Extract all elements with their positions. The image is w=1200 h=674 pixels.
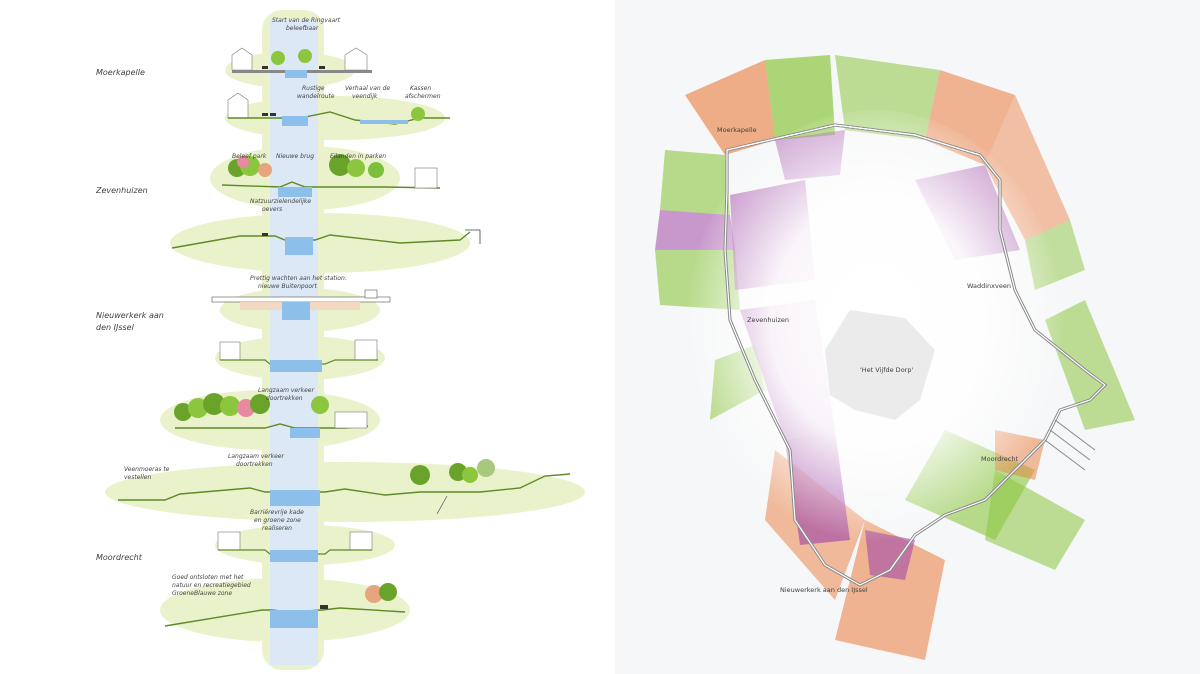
svg-text:Prettig wachten aan het statio: Prettig wachten aan het station: bbox=[250, 275, 347, 282]
map-label-zevenhuizen: Zevenhuizen bbox=[747, 316, 789, 324]
svg-text:Beleef park: Beleef park bbox=[232, 153, 267, 160]
section-8 bbox=[118, 459, 571, 515]
map-label-moerkapelle: Moerkapelle bbox=[717, 126, 757, 134]
svg-text:Veenmoeras te: Veenmoeras te bbox=[124, 466, 170, 473]
map-label-nieuwerkerk: Nieuwerkerk aan den IJssel bbox=[780, 586, 868, 594]
svg-text:natuur en recreatiegebied: natuur en recreatiegebied bbox=[172, 582, 251, 589]
section-10 bbox=[164, 583, 406, 628]
ring-map: Moerkapelle Waddinxveen Zevenhuizen 'Het… bbox=[655, 55, 1135, 660]
svg-text:Verhaal van de: Verhaal van de bbox=[345, 85, 390, 92]
svg-text:Rustige: Rustige bbox=[302, 85, 325, 92]
map-label-moordrecht: Moordrecht bbox=[981, 455, 1018, 463]
annotations: Start van de Ringvaart beleefbaar Rustig… bbox=[124, 17, 441, 597]
town-label-moerkapelle: Moerkapelle bbox=[96, 68, 145, 77]
section-9 bbox=[217, 531, 373, 562]
svg-text:Nieuwe brug: Nieuwe brug bbox=[276, 153, 314, 160]
svg-text:Natzuurzielendelijke: Natzuurzielendelijke bbox=[250, 198, 311, 205]
section-2 bbox=[227, 92, 450, 126]
svg-text:wandelroute: wandelroute bbox=[297, 93, 335, 100]
map-label-waddinxveen: Waddinxveen bbox=[967, 282, 1011, 290]
svg-text:Eilanden in parken: Eilanden in parken bbox=[330, 153, 386, 160]
section-6 bbox=[219, 339, 378, 372]
svg-text:vestellen: vestellen bbox=[124, 474, 151, 481]
section-1 bbox=[231, 47, 372, 78]
svg-text:afschermen: afschermen bbox=[405, 93, 441, 100]
svg-text:Start van de Ringvaart: Start van de Ringvaart bbox=[272, 17, 341, 24]
svg-text:oevers: oevers bbox=[262, 206, 282, 213]
section-5 bbox=[211, 289, 391, 320]
svg-text:en groene zone: en groene zone bbox=[254, 517, 301, 524]
town-label-nieuwerkerk-1: Nieuwerkerk aan bbox=[96, 311, 164, 320]
town-label-moordrecht: Moordrecht bbox=[96, 553, 143, 562]
svg-text:Kassen: Kassen bbox=[410, 85, 431, 92]
svg-text:GroeneBlauwe zone: GroeneBlauwe zone bbox=[172, 590, 232, 597]
section-7 bbox=[174, 393, 369, 438]
halo bbox=[105, 10, 585, 670]
map-label-vijfde-dorp: 'Het Vijfde Dorp' bbox=[860, 366, 913, 374]
svg-text:realiseren: realiseren bbox=[262, 525, 292, 532]
vijfde-dorp-area bbox=[825, 310, 935, 420]
town-label-zevenhuizen: Zevenhuizen bbox=[95, 186, 148, 195]
svg-text:nieuwe Buitenpoort: nieuwe Buitenpoort bbox=[258, 283, 318, 290]
dashed-segment bbox=[726, 124, 981, 156]
ring-map-panel: Moerkapelle Waddinxveen Zevenhuizen 'Het… bbox=[615, 0, 1200, 674]
svg-text:Goed ontsloten met het: Goed ontsloten met het bbox=[172, 574, 244, 581]
svg-text:veendijk: veendijk bbox=[352, 93, 378, 100]
svg-text:Langzaam verkeer: Langzaam verkeer bbox=[228, 453, 284, 460]
svg-text:Barriërevrije kade: Barriërevrije kade bbox=[250, 509, 304, 516]
svg-text:beleefbaar: beleefbaar bbox=[286, 25, 319, 32]
svg-text:doortrekken: doortrekken bbox=[266, 395, 303, 402]
cross-sections-panel: Moerkapelle Zevenhuizen Nieuwerkerk aan … bbox=[95, 10, 585, 670]
cross-sections-diagram: Moerkapelle Zevenhuizen Nieuwerkerk aan … bbox=[95, 10, 585, 670]
section-3 bbox=[221, 154, 441, 197]
svg-text:doortrekken: doortrekken bbox=[236, 461, 273, 468]
svg-text:Langzaam verkeer: Langzaam verkeer bbox=[258, 387, 314, 394]
town-label-nieuwerkerk-2: den IJssel bbox=[96, 323, 135, 332]
section-4 bbox=[171, 229, 481, 255]
railway bbox=[1044, 419, 1096, 471]
